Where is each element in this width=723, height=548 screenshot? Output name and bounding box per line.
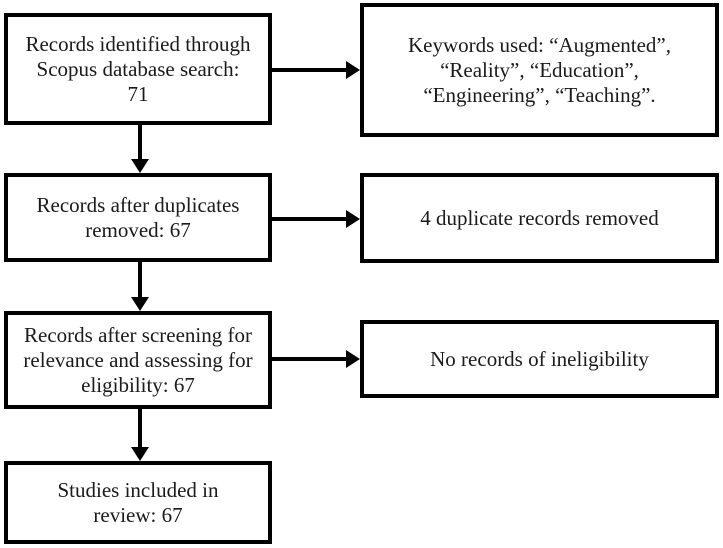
arrow-down-duplicates-to-screening [131,262,149,311]
arrowhead-right-icon [346,61,360,79]
box-duplicates-removed: Records after duplicates removed: 67 [4,173,272,262]
arrowhead-right-icon [346,350,360,368]
box-keywords-used: Keywords used: “Augmented”, “Reality”, “… [360,3,719,137]
arrow-down-screening-to-studies [131,409,149,461]
arrow-down-identified-to-duplicates [131,125,149,173]
box-duplicate-records-note-label: 4 duplicate records removed [420,205,659,230]
arrowhead-down-icon [131,297,149,311]
box-screening-eligibility: Records after screening for relevance an… [4,311,272,409]
box-records-identified: Records identified through Scopus databa… [4,13,272,125]
box-studies-included-label: Studies included in review: 67 [57,477,219,527]
box-screening-eligibility-label: Records after screening for relevance an… [23,322,253,397]
arrowhead-down-icon [131,447,149,461]
box-studies-included: Studies included in review: 67 [4,461,272,544]
arrow-right-duplicates-to-note [272,210,360,228]
arrow-right-screening-to-note [272,350,360,368]
box-duplicate-records-note: 4 duplicate records removed [360,173,719,263]
box-keywords-used-label: Keywords used: “Augmented”, “Reality”, “… [407,32,671,107]
arrowhead-down-icon [131,159,149,173]
box-duplicates-removed-label: Records after duplicates removed: 67 [36,192,240,242]
arrowhead-right-icon [346,210,360,228]
arrow-right-identified-to-keywords [272,61,360,79]
box-ineligibility-note-label: No records of ineligibility [430,346,649,371]
box-ineligibility-note: No records of ineligibility [360,320,719,398]
box-records-identified-label: Records identified through Scopus databa… [25,31,251,106]
